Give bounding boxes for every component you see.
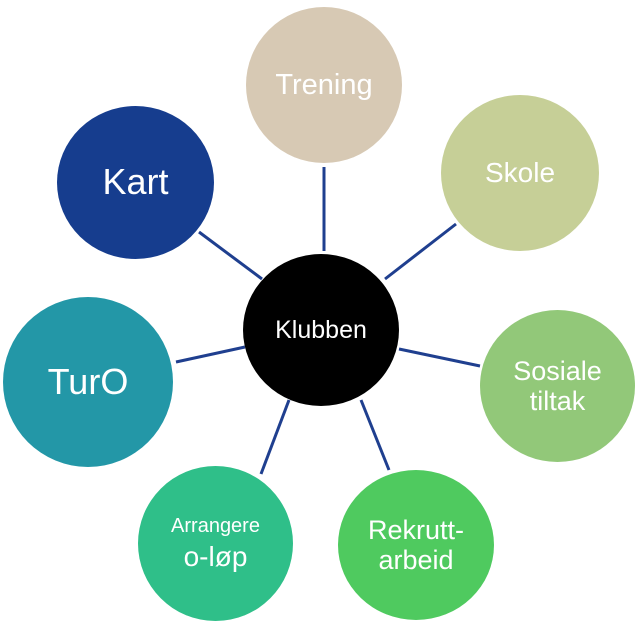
node-label-line-2: o-løp <box>183 541 248 573</box>
connector-rekrutt <box>359 399 391 471</box>
node-rekruttarbeid: Rekrutt- arbeid <box>338 470 494 620</box>
hub-node-klubben: Klubben <box>243 254 399 406</box>
node-label-line-2: tiltak <box>529 386 586 416</box>
connector-kart <box>198 230 263 281</box>
node-trening: Trening <box>246 7 402 163</box>
node-label: Trening <box>275 68 373 101</box>
node-label-line-1: Rekrutt- <box>367 514 465 545</box>
node-skole: Skole <box>441 95 599 251</box>
hub-label: Klubben <box>275 316 367 344</box>
connector-arrangere <box>259 399 291 475</box>
node-label-line-2: arbeid <box>378 545 454 575</box>
connector-skole <box>384 222 457 281</box>
node-label: TurO <box>47 360 129 402</box>
node-arrangere-o-lop: Arrangere o-løp <box>138 466 293 621</box>
node-sosiale-tiltak: Sosiale tiltak <box>480 310 635 462</box>
node-label-line-1: Arrangere <box>171 514 260 537</box>
node-label: Kart <box>102 161 169 203</box>
connector-sosiale <box>398 347 481 368</box>
node-kart: Kart <box>57 106 214 259</box>
node-label: Skole <box>484 157 556 189</box>
connector-turo <box>175 345 246 364</box>
node-label-line-1: Sosiale <box>513 355 602 386</box>
node-turo: TurO <box>3 297 173 467</box>
